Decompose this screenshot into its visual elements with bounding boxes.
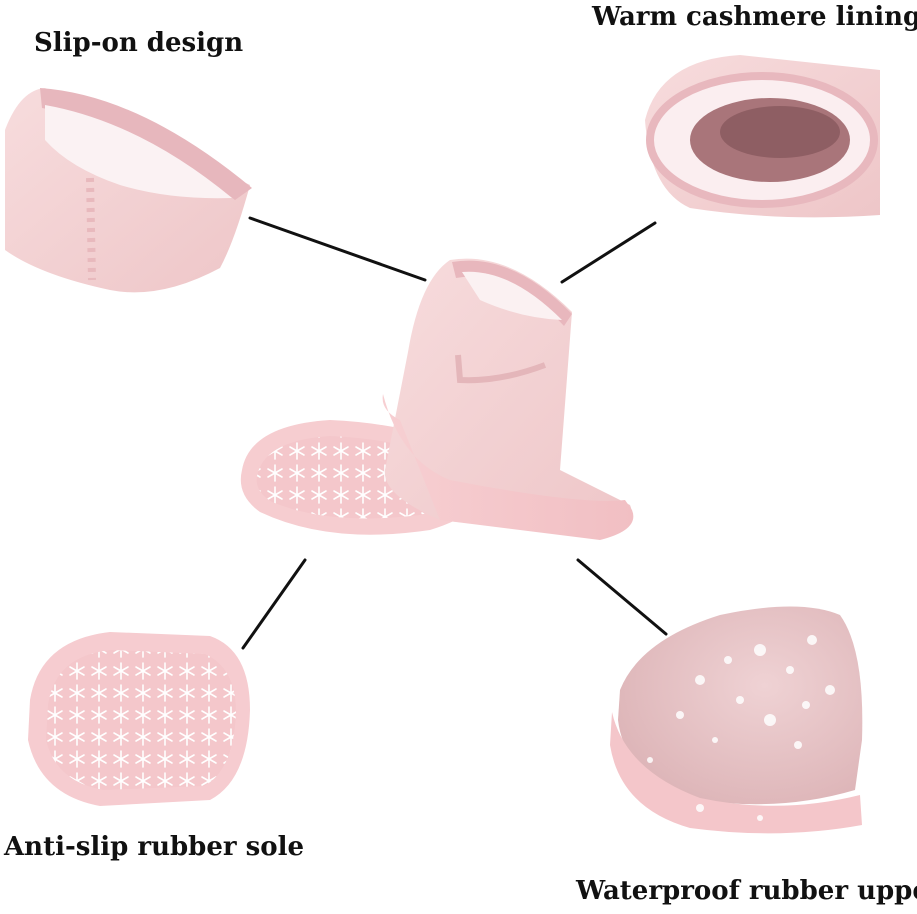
caption-slip-on-design: Slip-on design — [34, 28, 244, 58]
warm-lining-detail-image — [645, 55, 880, 218]
anti-slip-sole-detail-image — [28, 632, 250, 806]
waterproof-detail-image — [610, 606, 863, 834]
boots-main-image — [240, 258, 634, 540]
caption-anti-slip-rubber-sole: Anti-slip rubber sole — [4, 832, 305, 862]
connector-lines — [241, 216, 668, 650]
slip-on-detail-image — [5, 88, 252, 293]
connector-warm-lining — [560, 221, 657, 284]
connector-waterproof — [576, 558, 668, 636]
caption-warm-cashmere-lining: Warm cashmere lining — [592, 2, 917, 32]
connector-slip-on — [248, 216, 427, 282]
connector-anti-slip — [241, 558, 307, 650]
caption-waterproof-rubber-upper: Waterproof rubber upper — [576, 876, 917, 906]
